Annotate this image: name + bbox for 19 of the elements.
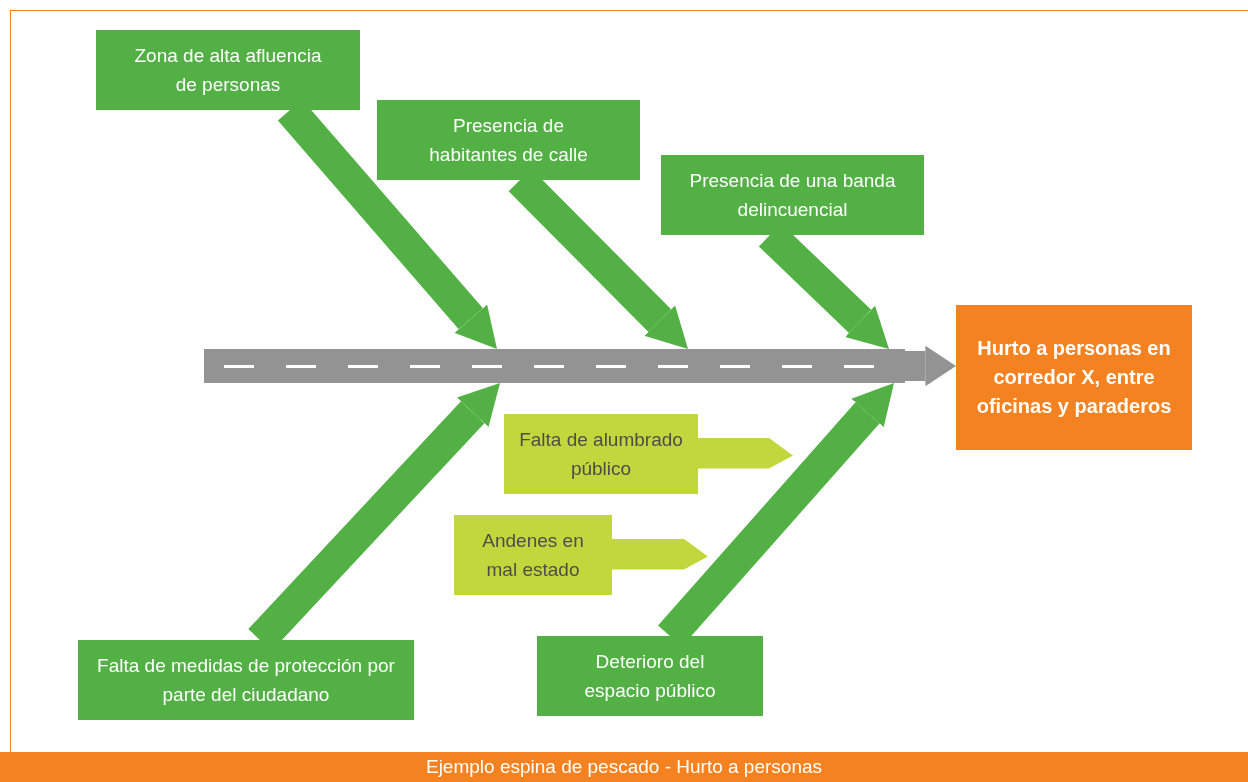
spine-arrowhead [905, 345, 956, 387]
cause-text: Falta de alumbrado público [518, 428, 684, 481]
cause-box [537, 636, 763, 716]
cause-box [377, 100, 640, 180]
cause-text: Deterioro del espacio público [583, 650, 717, 703]
cause-box [661, 155, 924, 235]
cause-box [78, 640, 414, 720]
cause-text: Andenes en mal estado [481, 529, 585, 582]
cause-box [96, 30, 360, 110]
subcause-box [504, 414, 793, 494]
cause-text: Presencia de habitantes de calle [428, 114, 589, 167]
cause-text: Presencia de una banda delincuencial [688, 169, 897, 222]
effect-text: Hurto a personas en corredor X, entre oficinas y paraderos [975, 336, 1173, 419]
cause-text: Zona de alta afluencia de personas [133, 44, 323, 97]
effect-box [956, 305, 1192, 450]
cause-text: Falta de medidas de protección por parte del ciudadano [96, 654, 396, 707]
spine-bar [204, 349, 905, 383]
caption: Ejemplo espina de pescado - Hurto a personas [425, 755, 823, 779]
subcause-box [454, 515, 708, 595]
